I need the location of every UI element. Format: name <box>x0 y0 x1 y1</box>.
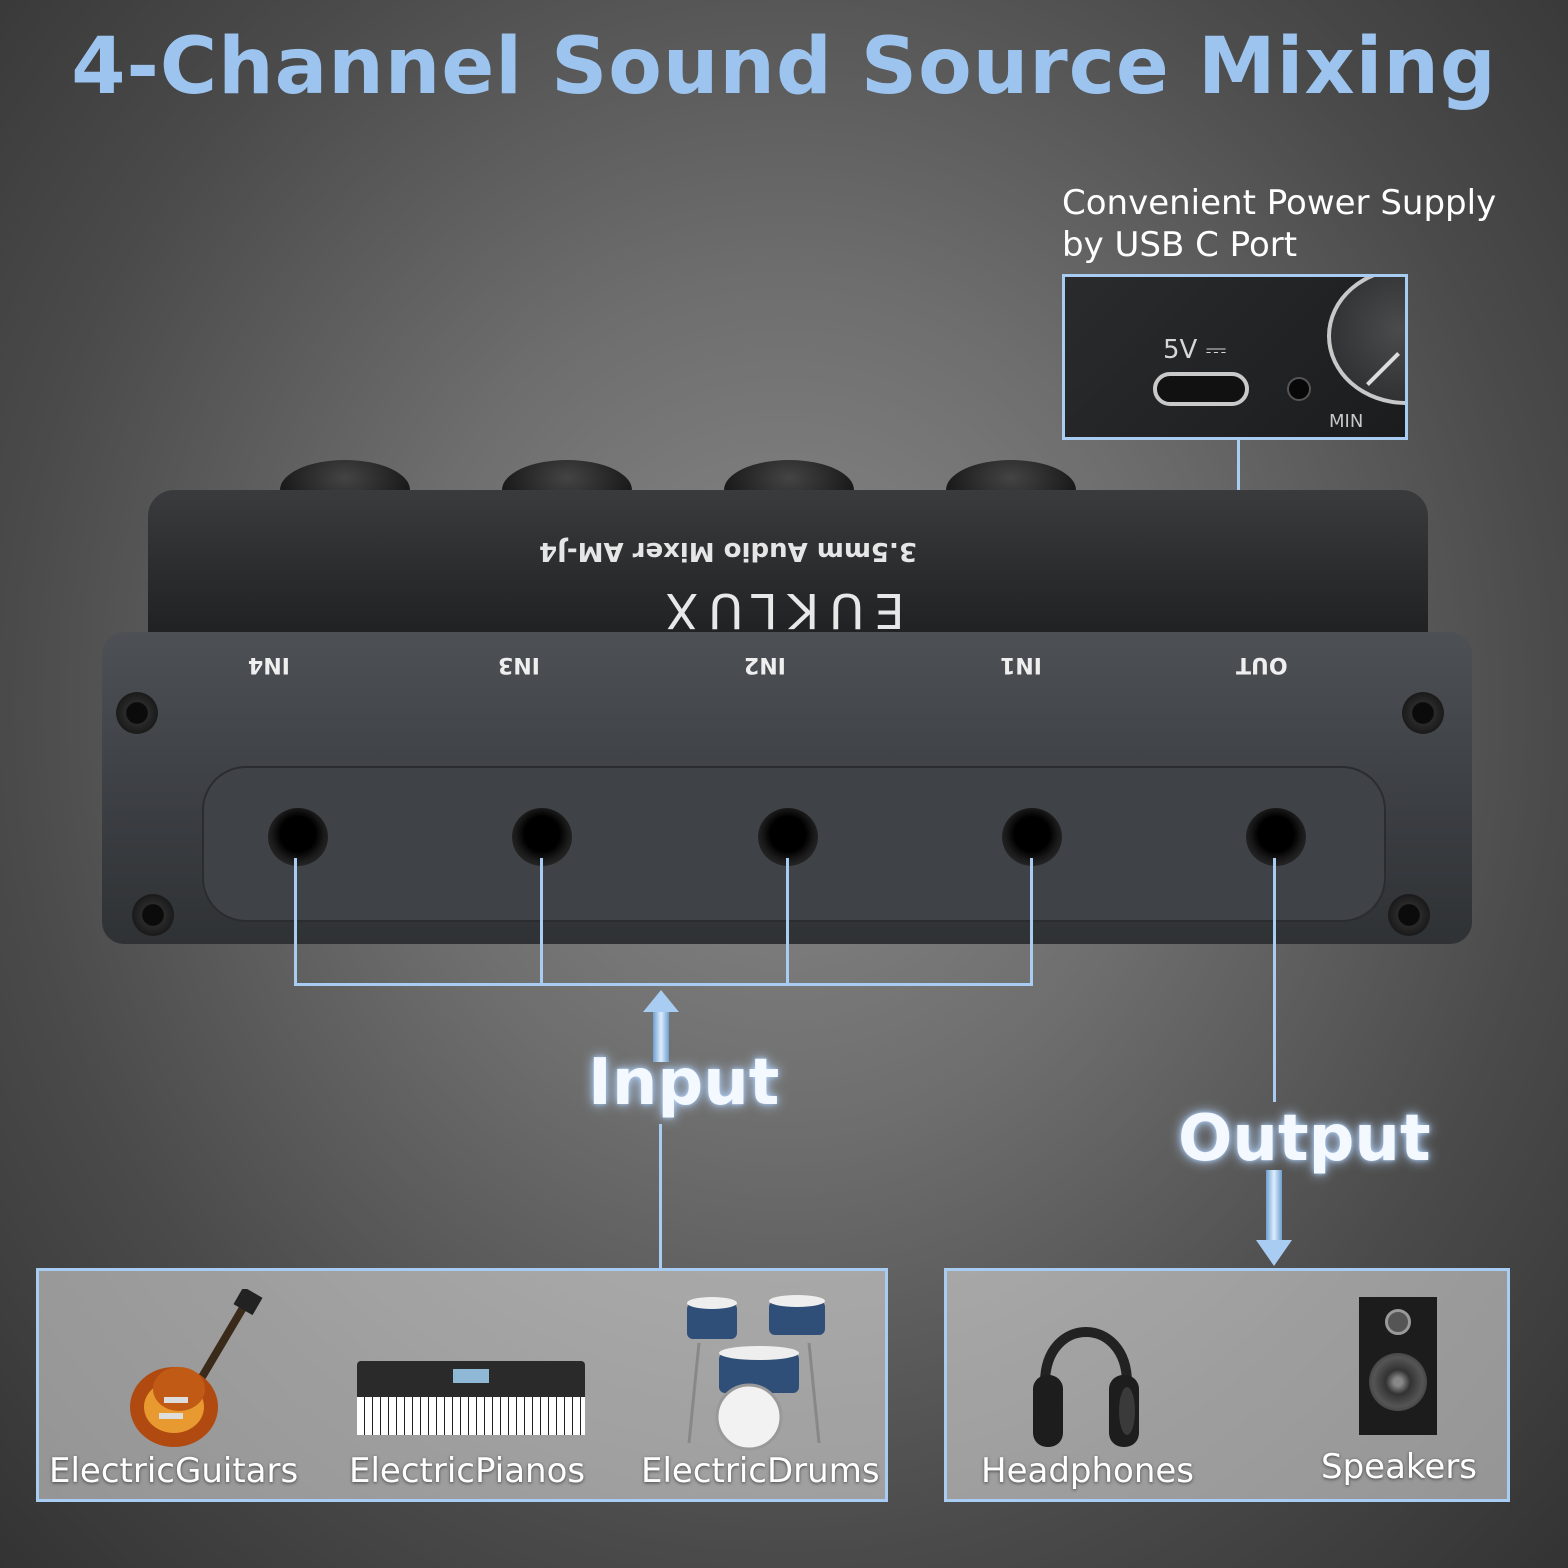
output-arrow-icon <box>1256 1240 1292 1266</box>
model-name: 3.5mm Audio Mixer AM-J4 <box>539 536 917 566</box>
power-supply-closeup: 5V ⎓ MIN <box>1062 274 1408 440</box>
input-label: Input <box>588 1046 780 1120</box>
power-caption-line2: by USB C Port <box>1062 225 1298 265</box>
jack-in2-icon <box>758 808 818 866</box>
screw-icon <box>1402 692 1444 734</box>
electric-piano-icon <box>357 1361 585 1435</box>
input-arrow-icon <box>643 990 679 1012</box>
electric-guitar-icon <box>119 1286 279 1451</box>
jack-out-icon <box>1246 808 1306 866</box>
brand-logo: EUKLUX <box>655 582 905 638</box>
speaker-icon <box>1359 1297 1437 1435</box>
output-label: Output <box>1178 1102 1431 1176</box>
usb-c-port-icon <box>1153 372 1249 406</box>
jack-in1-icon <box>1002 808 1062 866</box>
out-connector-line <box>1273 858 1276 1102</box>
output-arrow-shaft <box>1266 1170 1282 1242</box>
port-label-in1: IN1 <box>1000 652 1042 677</box>
power-connector-line <box>1237 440 1240 492</box>
mixer-top-panel: 3.5mm Audio Mixer AM-J4 EUKLUX <box>148 490 1428 640</box>
headphones-icon <box>1031 1295 1141 1451</box>
output-device-label-speakers: Speakers <box>1321 1447 1478 1487</box>
jack-in3-icon <box>512 808 572 866</box>
port-label-in4: IN4 <box>248 652 290 677</box>
screw-icon <box>116 692 158 734</box>
power-led-icon <box>1287 377 1311 401</box>
input-device-label-pianos: ElectricPianos <box>349 1451 586 1491</box>
voltage-label: 5V ⎓ <box>1163 335 1227 365</box>
in2-connector-line <box>786 858 789 986</box>
input-devices-panel: ElectricGuitars ElectricPianos ElectricD… <box>36 1268 888 1502</box>
in1-connector-line <box>1030 858 1033 986</box>
electric-drums-icon <box>679 1293 839 1453</box>
input-bus-line <box>294 983 1033 986</box>
in4-connector-line <box>294 858 297 986</box>
page-title: 4-Channel Sound Source Mixing <box>71 22 1497 112</box>
input-device-label-drums: ElectricDrums <box>641 1451 880 1491</box>
port-label-in3: IN3 <box>498 652 540 677</box>
in3-connector-line <box>540 858 543 986</box>
input-device-label-guitars: ElectricGuitars <box>49 1451 299 1491</box>
volume-knob-icon <box>1327 277 1405 405</box>
power-caption-line1: Convenient Power Supply <box>1062 183 1497 223</box>
input-arrow-shaft <box>653 1012 669 1062</box>
input-to-panel-line <box>659 1124 662 1269</box>
port-label-in2: IN2 <box>744 652 786 677</box>
output-device-label-headphones: Headphones <box>981 1451 1195 1491</box>
screw-icon <box>1388 894 1430 936</box>
knob-min-label: MIN <box>1329 411 1364 432</box>
output-devices-panel: Headphones Speakers <box>944 1268 1510 1502</box>
screw-icon <box>132 894 174 936</box>
power-supply-caption: Convenient Power Supply by USB C Port <box>1062 182 1542 266</box>
port-label-out: OUT <box>1236 652 1288 677</box>
jack-in4-icon <box>268 808 328 866</box>
